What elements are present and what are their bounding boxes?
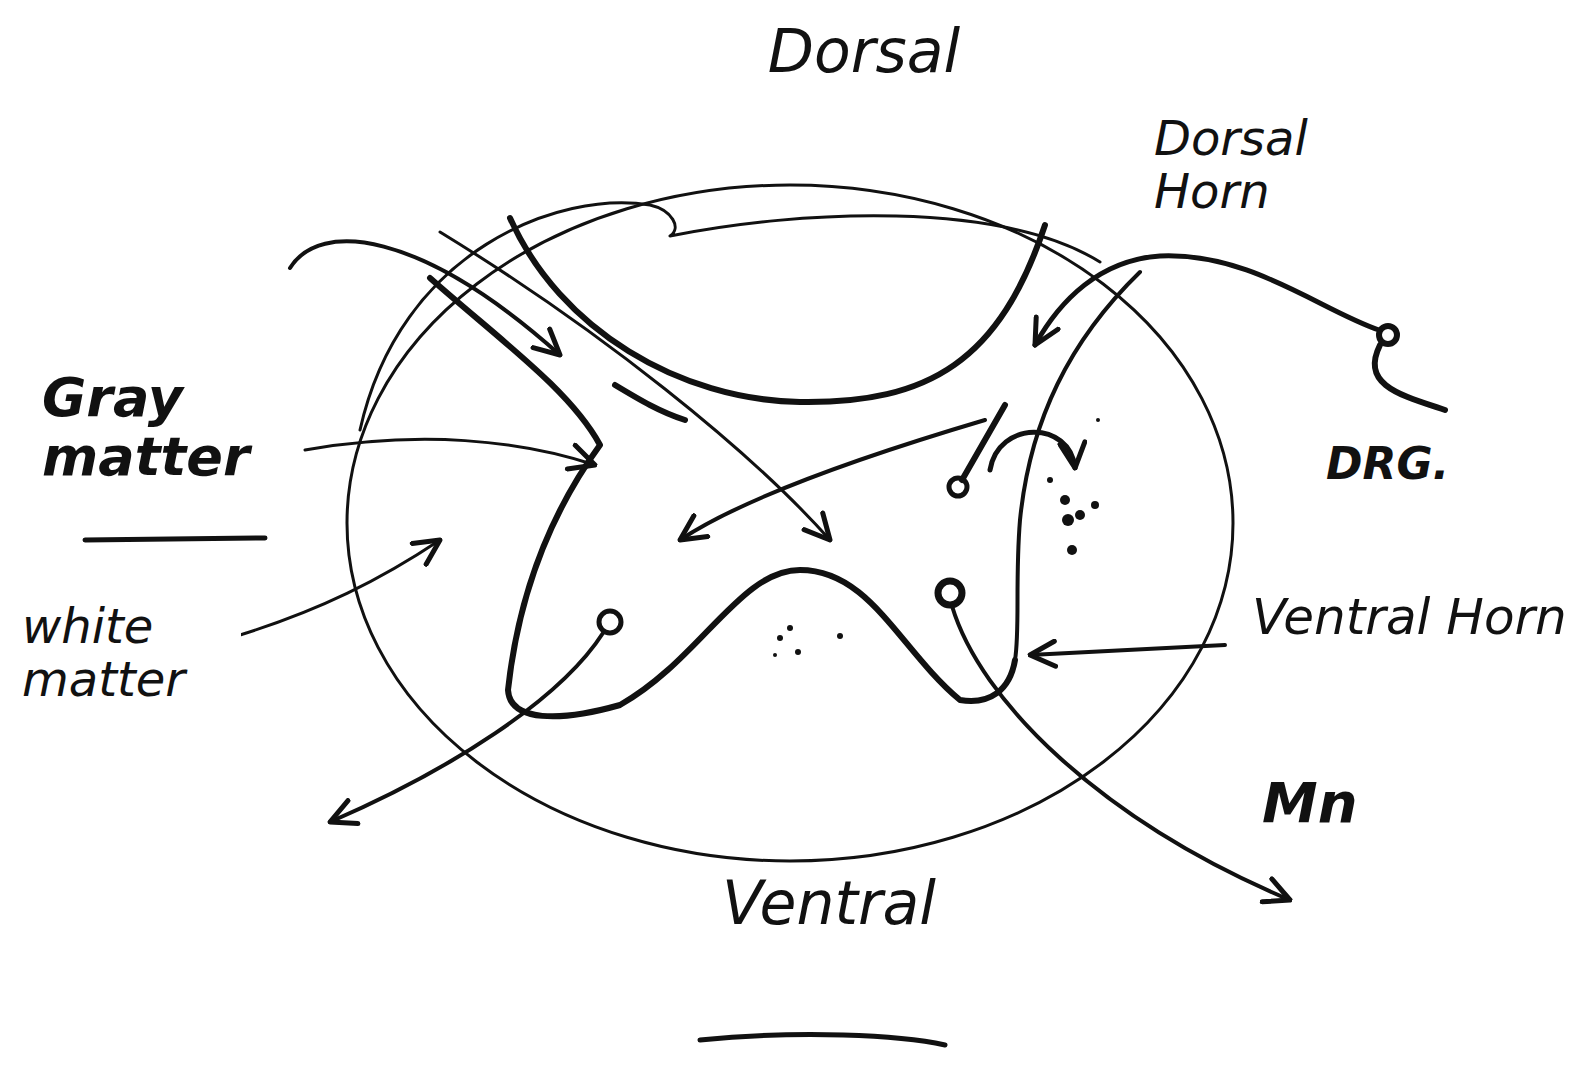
drg-axon: [1375, 345, 1445, 410]
part-label: Mn: [1258, 772, 1416, 834]
orientation-label: Ventral: [640, 870, 1018, 936]
pointer-arrow: [240, 540, 440, 635]
underline: [85, 538, 265, 540]
part-label: Dorsal Horn: [1150, 112, 1418, 218]
dot: [1060, 495, 1070, 505]
dot: [1096, 418, 1100, 422]
gray-matter-edge: [1015, 272, 1140, 660]
motor-axon: [952, 606, 1290, 900]
part-label: DRG.: [1322, 440, 1530, 488]
orientation-label: Dorsal: [690, 18, 1038, 84]
dots: [773, 418, 1100, 657]
gray-matter-outline: [430, 278, 1015, 716]
part-label: white matter: [18, 600, 241, 706]
dorsal-horn-edge: [510, 218, 1045, 402]
dot: [1091, 501, 1099, 509]
commissure-line: [615, 385, 685, 420]
motor-neuron: [938, 581, 962, 605]
curved-arrow: [990, 432, 1075, 470]
dot: [777, 635, 783, 641]
part-label: Gray matter: [38, 368, 301, 487]
drg-cell: [1379, 326, 1397, 344]
afferent-terminal: [962, 405, 1005, 480]
pointer-arrow: [1030, 645, 1225, 655]
dot: [1062, 514, 1074, 526]
underline: [700, 1035, 945, 1045]
drg-axon: [1035, 256, 1379, 345]
dot: [787, 625, 793, 631]
dot: [837, 633, 843, 639]
synapse: [949, 478, 967, 496]
pointer-arrow: [440, 232, 830, 540]
pointer-arrow: [305, 439, 595, 465]
dot: [1067, 545, 1077, 555]
pointer-arrow: [290, 241, 560, 355]
part-label: Ventral Horn: [1248, 590, 1576, 645]
dot: [1047, 477, 1053, 483]
dot: [773, 653, 777, 657]
dot: [795, 649, 801, 655]
cord-outline: [347, 185, 1233, 861]
dot: [1075, 510, 1085, 520]
motor-neuron: [599, 611, 621, 633]
motor-axon: [330, 633, 603, 822]
